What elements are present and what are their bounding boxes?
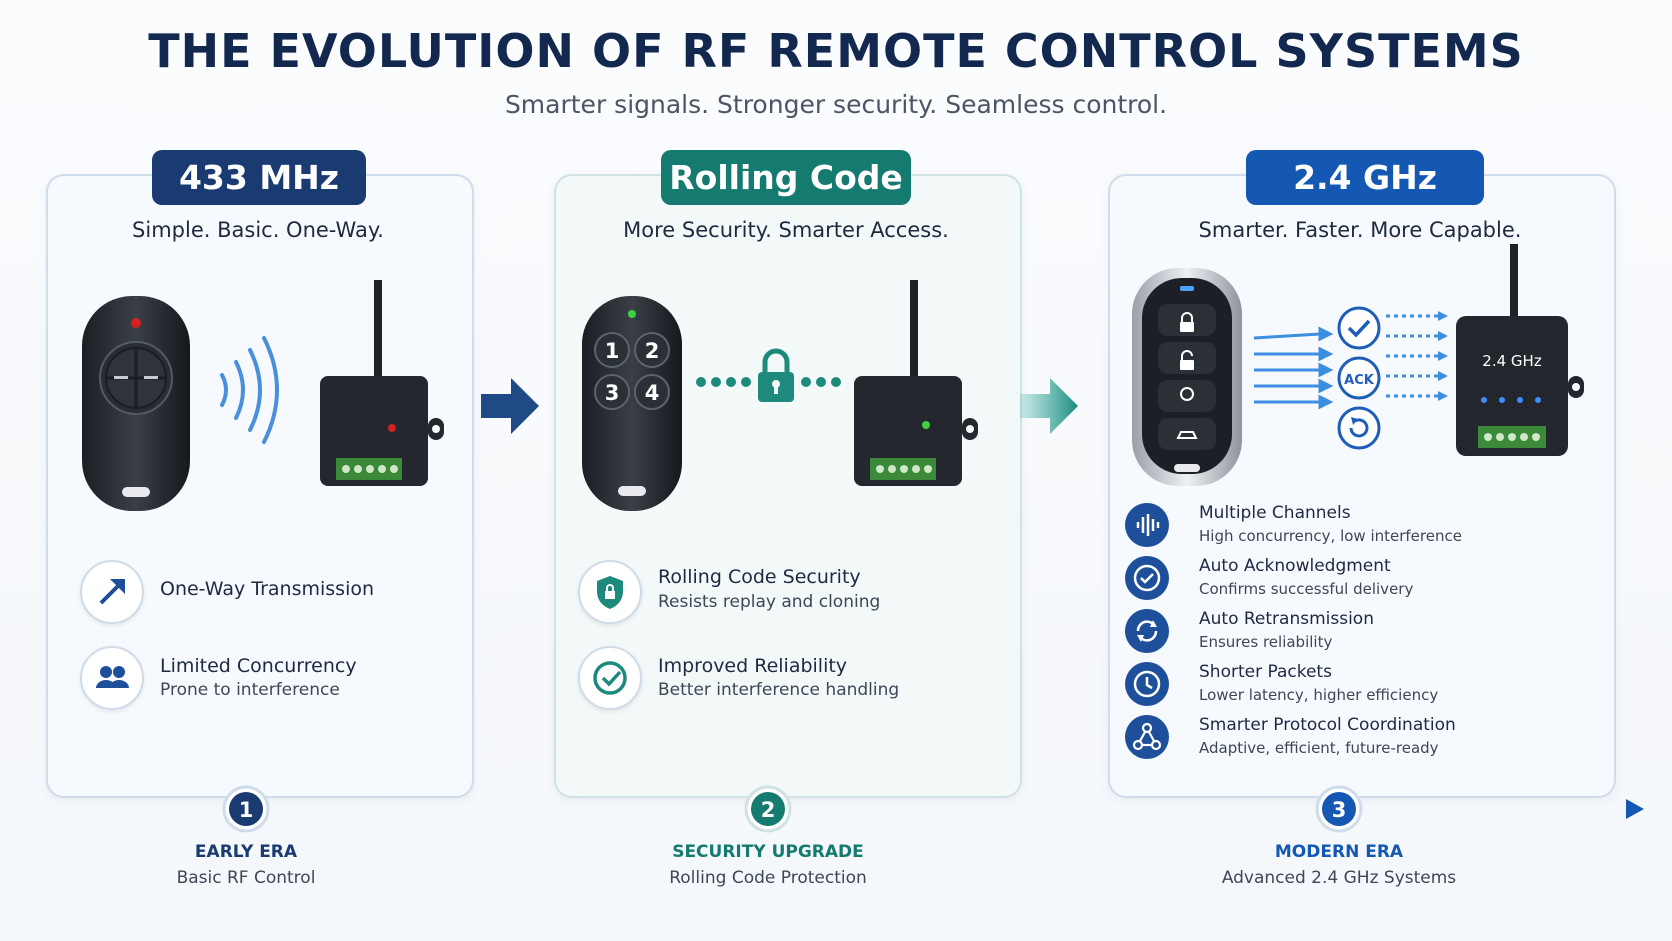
timeline: 1 2 3 — [20, 785, 1644, 833]
ack-signal-icon: ACK — [1337, 356, 1381, 400]
multi-channel-icon — [1125, 503, 1169, 547]
timeline-marker-1: 1 — [222, 785, 270, 833]
acknowledgment-check-icon — [1125, 556, 1169, 600]
shield-lock-icon — [578, 560, 642, 624]
remote-button-2-label: 2 — [645, 339, 660, 363]
fob-433mhz-icon — [82, 296, 190, 511]
feature-desc-multiple-channels: High concurrency, low interference — [1199, 527, 1462, 545]
era-title-early: EARLY ERA — [194, 842, 298, 862]
ack-label: ACK — [1344, 373, 1375, 388]
timeline-arrowhead-icon — [1626, 799, 1644, 819]
feature-title-auto-retransmission: Auto Retransmission — [1199, 609, 1374, 629]
remote-button-1-label: 1 — [605, 339, 620, 363]
clock-icon — [1125, 662, 1169, 706]
remote-button-4-label: 4 — [645, 381, 660, 405]
network-nodes-icon — [1125, 715, 1169, 759]
dotted-arrows-icon — [1386, 314, 1438, 398]
svg-text:1: 1 — [239, 798, 254, 822]
era-arrow-2-icon — [1020, 378, 1078, 434]
feature-desc-auto-acknowledgment: Confirms successful delivery — [1199, 580, 1414, 598]
data-arrows-icon — [1253, 326, 1334, 410]
era-badge-2-4ghz: 2.4 GHz — [1246, 150, 1484, 205]
feature-title-multiple-channels: Multiple Channels — [1199, 503, 1351, 523]
feature-title-auto-acknowledgment: Auto Acknowledgment — [1199, 556, 1391, 576]
page-subtitle: Smarter signals. Stronger security. Seam… — [504, 90, 1168, 119]
svg-text:2: 2 — [761, 798, 776, 822]
page-title: THE EVOLUTION OF RF REMOTE CONTROL SYSTE… — [148, 24, 1524, 78]
era-badge-433mhz: 433 MHz — [152, 150, 366, 205]
timeline-marker-2: 2 — [744, 785, 792, 833]
reliability-check-icon — [578, 646, 642, 710]
secure-link-dots-icon — [696, 377, 841, 387]
confirm-check-icon — [1337, 306, 1381, 350]
feature-title-limited-concurrency: Limited Concurrency — [160, 655, 357, 677]
remote-433mhz-illustration — [82, 280, 444, 511]
remote-rolling-code-illustration: 1 2 3 4 — [582, 280, 978, 511]
era-title-modern: MODERN ERA — [1274, 842, 1404, 862]
era-arrow-1-icon — [481, 378, 539, 434]
smart-key-fob-icon — [1132, 268, 1242, 486]
receiver-rolling-code-icon — [854, 280, 978, 486]
feature-desc-shorter-packets: Lower latency, higher efficiency — [1199, 686, 1439, 704]
timeline-marker-3: 3 — [1315, 785, 1363, 833]
remote-2-4ghz-illustration: ACK 2.4 GHz — [1132, 244, 1584, 486]
receiver-433mhz-icon — [320, 280, 444, 486]
radio-waves-icon — [220, 336, 279, 444]
feature-desc-rolling-code-security: Resists replay and cloning — [658, 592, 881, 612]
era-tagline-2-4ghz: Smarter. Faster. More Capable. — [1198, 218, 1522, 242]
feature-desc-improved-reliability: Better interference handling — [658, 680, 900, 700]
era-badge-rolling-code: Rolling Code — [661, 150, 911, 205]
feature-title-smarter-protocol: Smarter Protocol Coordination — [1199, 715, 1456, 735]
users-group-icon — [80, 646, 144, 710]
svg-text:3: 3 — [1332, 798, 1347, 822]
feature-title-improved-reliability: Improved Reliability — [658, 655, 848, 677]
era-tagline-rolling-code: More Security. Smarter Access. — [623, 218, 949, 242]
feature-title-shorter-packets: Shorter Packets — [1199, 662, 1332, 682]
feature-desc-smarter-protocol: Adaptive, efficient, future-ready — [1199, 739, 1439, 757]
feature-title-rolling-code-security: Rolling Code Security — [658, 566, 861, 588]
era-subtitle-security: Rolling Code Protection — [669, 868, 867, 888]
feature-desc-auto-retransmission: Ensures reliability — [1199, 633, 1333, 651]
fob-rolling-code-icon: 1 2 3 4 — [582, 296, 682, 511]
remote-button-3-label: 3 — [605, 381, 620, 405]
padlock-icon — [758, 348, 794, 402]
era-tagline-433mhz: Simple. Basic. One-Way. — [132, 218, 384, 242]
one-way-arrow-icon — [80, 560, 144, 624]
retransmission-icon — [1125, 609, 1169, 653]
receiver-2-4ghz-icon: 2.4 GHz — [1456, 244, 1584, 456]
era-subtitle-early: Basic RF Control — [176, 868, 316, 888]
feature-desc-limited-concurrency: Prone to interference — [160, 680, 340, 700]
era-title-security: SECURITY UPGRADE — [672, 842, 864, 862]
retry-signal-icon — [1337, 406, 1381, 450]
feature-title-one-way: One-Way Transmission — [160, 578, 375, 600]
era-subtitle-modern: Advanced 2.4 GHz Systems — [1221, 868, 1457, 888]
receiver-frequency-label: 2.4 GHz — [1482, 352, 1542, 370]
